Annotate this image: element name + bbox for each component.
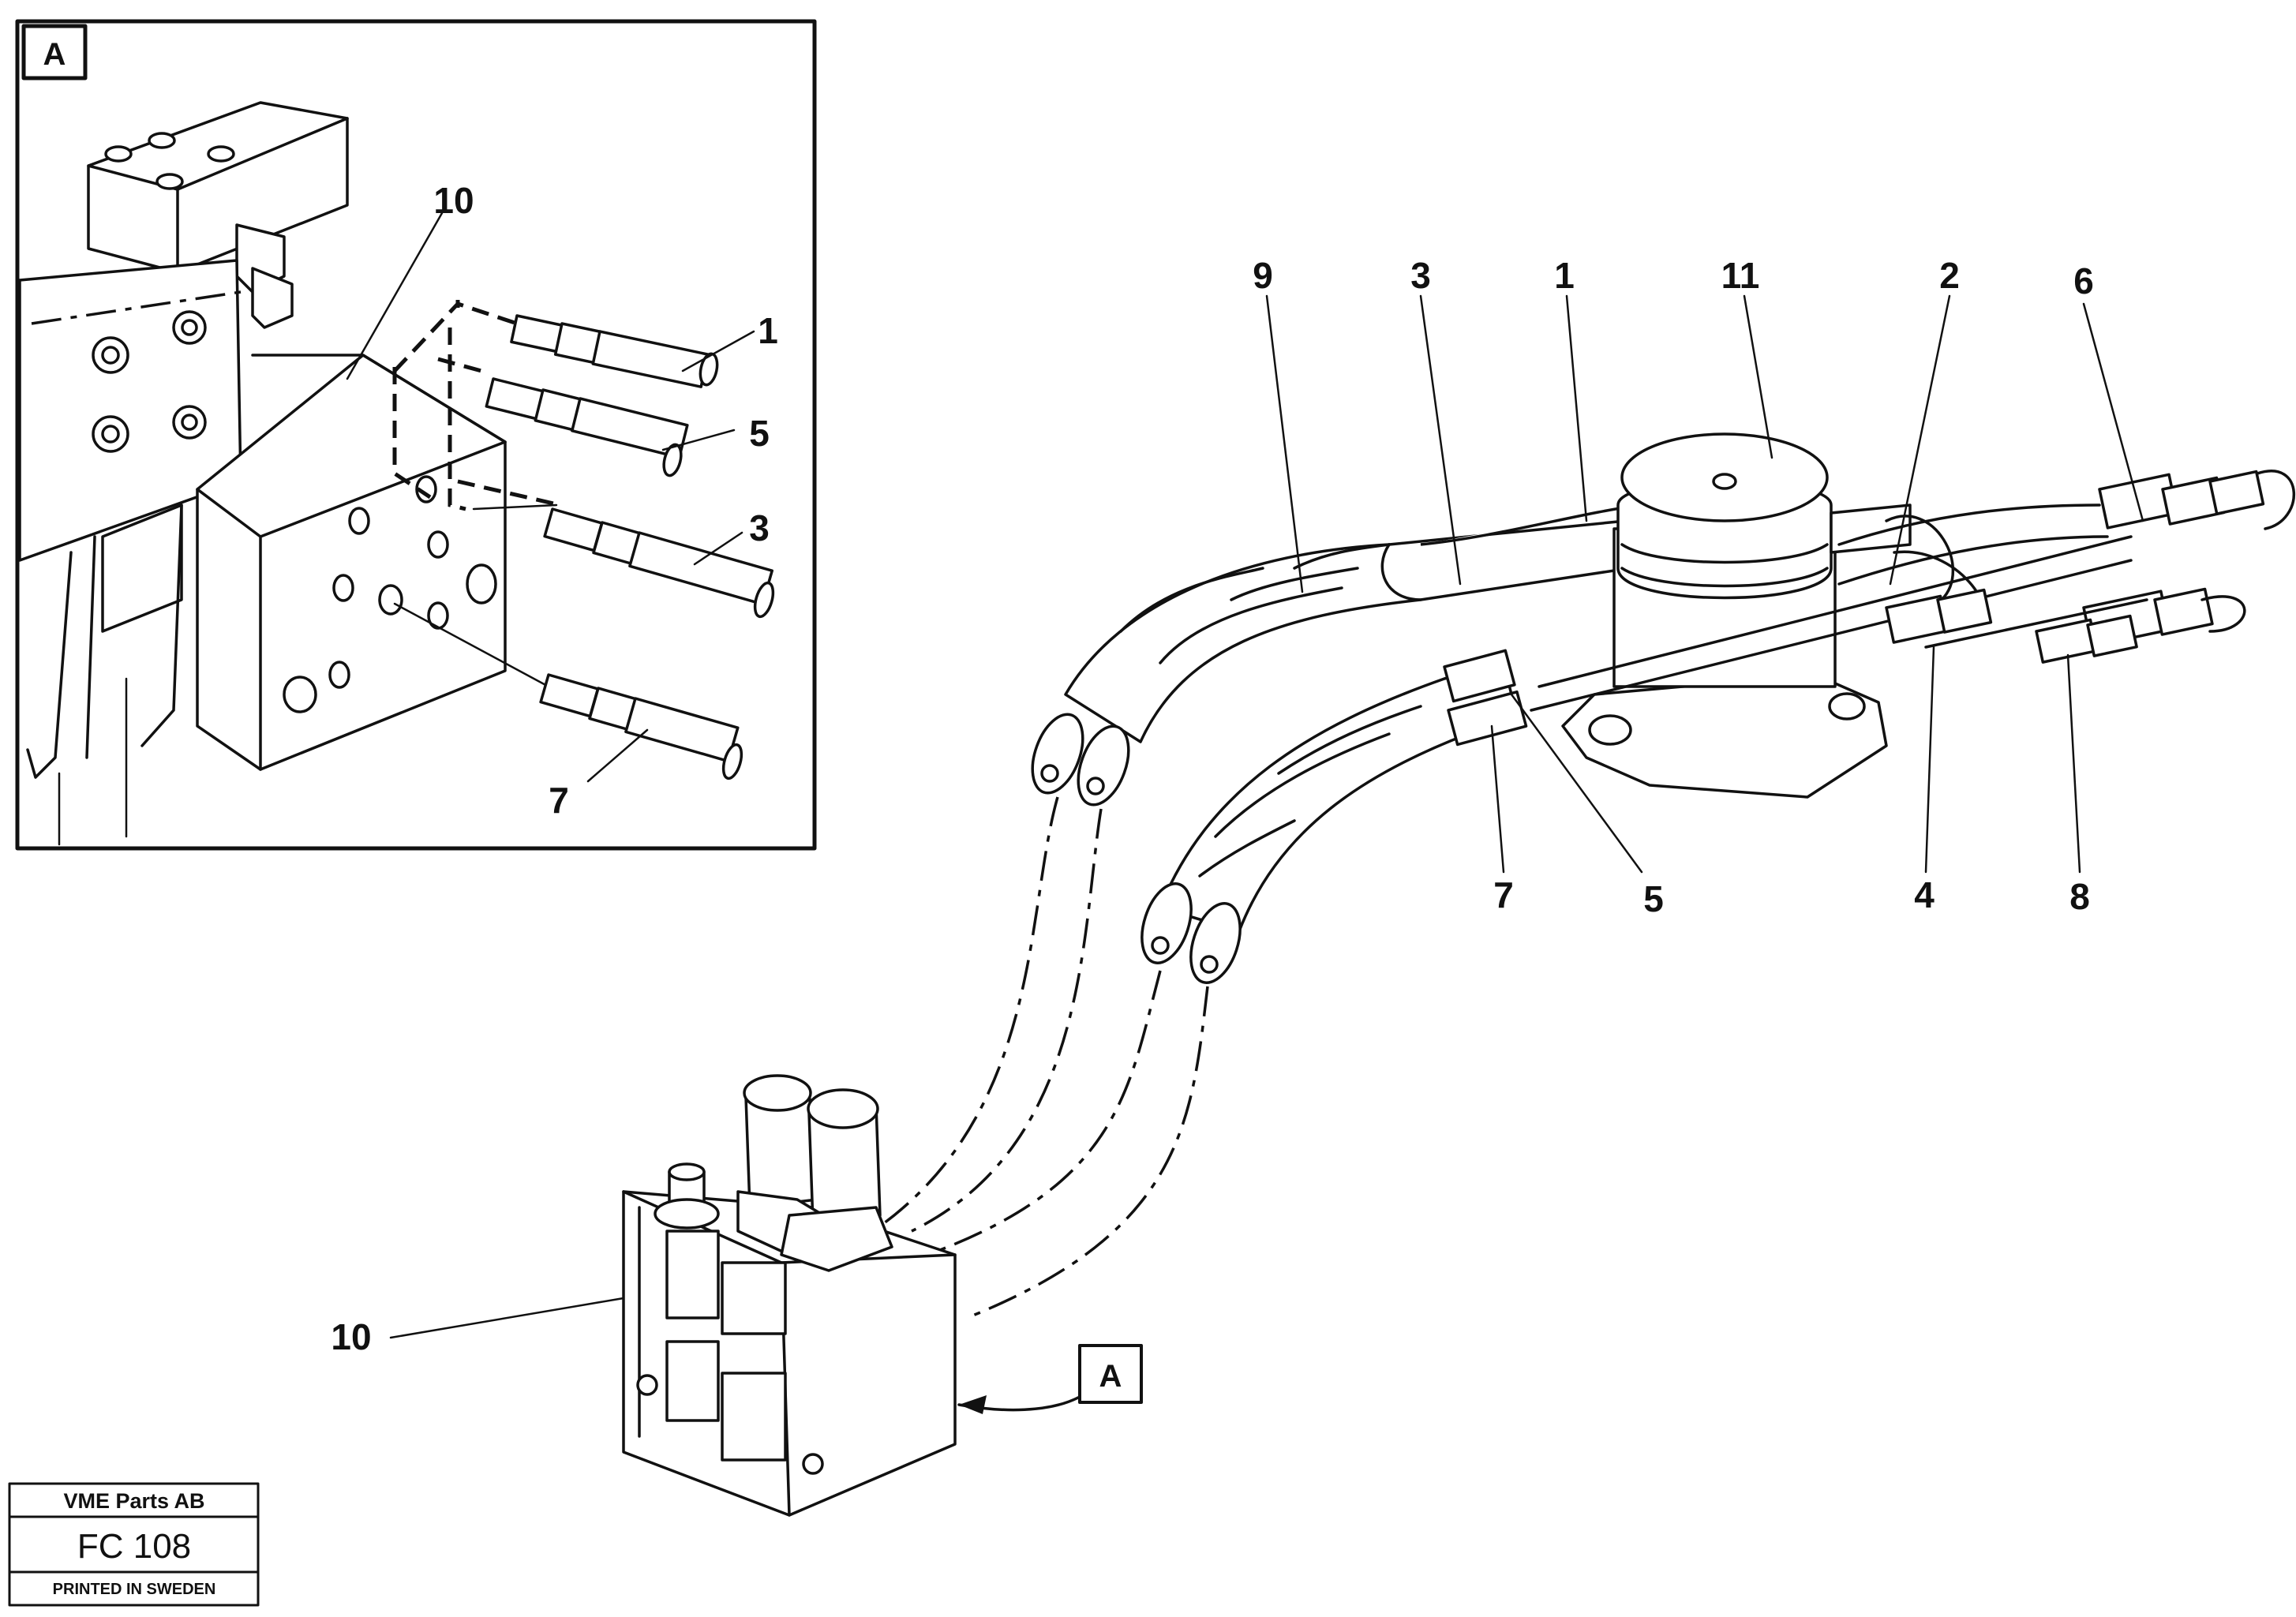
main-leaders [389, 294, 2144, 1339]
main-callout-2: 2 [1939, 255, 1960, 296]
main-callout-8: 8 [2069, 876, 2090, 917]
detail-callout-1: 1 [758, 310, 778, 351]
detail-valve-top [87, 101, 349, 329]
detail-callout-10: 10 [433, 180, 474, 221]
title-block-company: VME Parts AB [63, 1489, 204, 1513]
main-callout-3: 3 [1410, 255, 1431, 296]
main-callout-6: 6 [2073, 260, 2094, 301]
main-callout-4: 4 [1914, 874, 1935, 915]
main-callout-9: 9 [1253, 255, 1273, 296]
detail-hose-fittings [393, 301, 775, 780]
main-callout-1: 1 [1554, 255, 1575, 296]
control-valve [622, 1074, 957, 1517]
detail-leaders [346, 211, 755, 783]
main-view: A 9 3 1 11 2 6 7 5 4 8 10 [331, 255, 2295, 1517]
detail-view-a: A [15, 19, 817, 851]
title-block-code: FC 108 [77, 1527, 191, 1566]
main-callout-10: 10 [331, 1316, 371, 1357]
main-callout-11: 11 [1721, 255, 1760, 296]
hose-fitting-3 [543, 507, 775, 619]
title-block-footer: PRINTED IN SWEDEN [53, 1581, 216, 1598]
hose-routing-lines [882, 796, 1209, 1319]
view-ref-a: A [957, 1344, 1143, 1414]
title-block: VME Parts AB FC 108 PRINTED IN SWEDEN [8, 1482, 260, 1607]
hose-fitting-7 [539, 673, 743, 780]
detail-view-label: A [43, 37, 66, 72]
main-callout-7: 7 [1493, 874, 1514, 915]
hose-fitting-5 [485, 377, 689, 477]
view-ref-label: A [1099, 1359, 1122, 1394]
detail-view-label-box: A [21, 24, 88, 80]
detail-control-block [196, 300, 561, 771]
detail-callout-7: 7 [549, 780, 569, 821]
detail-callout-5: 5 [749, 413, 770, 454]
swivel-housing [1561, 432, 1912, 799]
detail-mount-plate [18, 259, 242, 846]
main-callout-5: 5 [1643, 878, 1664, 919]
hose-fitting-1 [510, 314, 719, 388]
detail-callout-3: 3 [749, 507, 770, 548]
hose-bundle-lower [1141, 649, 1528, 984]
